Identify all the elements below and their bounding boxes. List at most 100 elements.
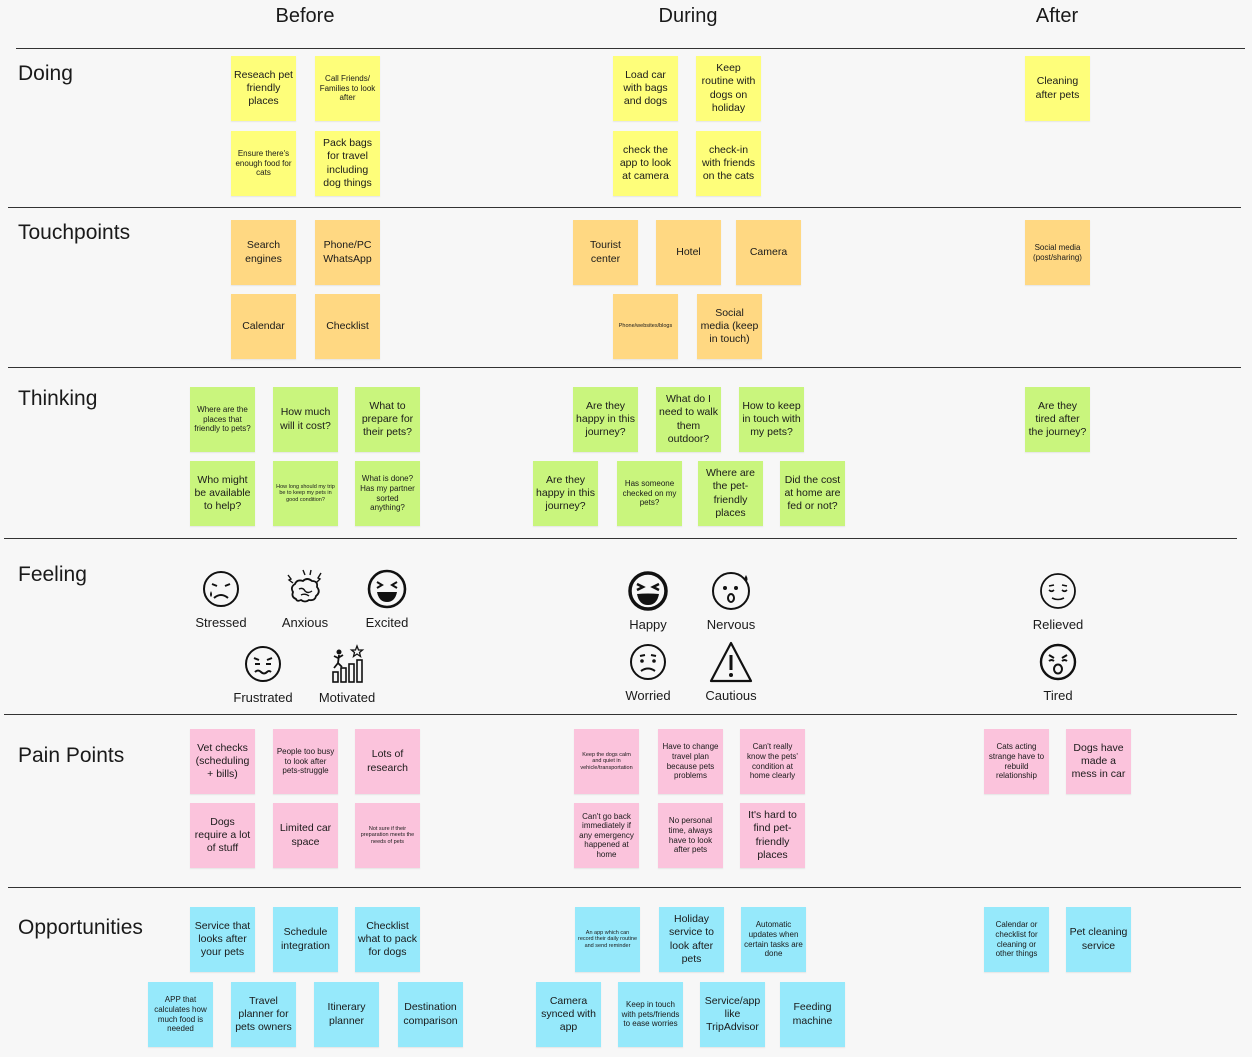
sticky-note: Call Friends/ Families to look after xyxy=(315,56,380,121)
sticky-note: Can't really know the pets' condition at… xyxy=(740,729,805,794)
sticky-note: Load car with bags and dogs xyxy=(613,56,678,121)
row-divider xyxy=(8,207,1241,208)
row-title-touchpoints: Touchpoints xyxy=(18,221,131,244)
sticky-note: Not sure if their preparation meets the … xyxy=(355,803,420,868)
sticky-note: Service that looks after your pets xyxy=(190,907,255,972)
sticky-note: How to keep in touch with my pets? xyxy=(739,387,804,452)
sticky-note: Keep in touch with pets/friends to ease … xyxy=(618,982,683,1047)
emotion-label: Stressed xyxy=(195,615,247,630)
frustrated-face-icon xyxy=(245,646,281,682)
sticky-note: What to prepare for their pets? xyxy=(355,387,420,452)
emotion-label: Happy xyxy=(629,617,667,632)
sticky-note: Vet checks (scheduling + bills) xyxy=(190,729,255,794)
anxious-brain-icon xyxy=(287,569,322,603)
sticky-note: Limited car space xyxy=(273,803,338,868)
laughing-face-icon xyxy=(628,571,668,611)
emotion-label: Frustrated xyxy=(233,690,293,705)
sticky-note: Can't go back immediately if any emergen… xyxy=(574,803,639,868)
sticky-note: Phone/PC WhatsApp xyxy=(315,220,380,285)
row-title-opportunities: Opportunities xyxy=(18,916,143,939)
sticky-note: Tourist center xyxy=(573,220,638,285)
emotion-motivated: Motivated xyxy=(302,642,392,705)
emotion-label: Tired xyxy=(1043,688,1073,703)
emotion-anxious: Anxious xyxy=(260,567,350,630)
sticky-note: Search engines xyxy=(231,220,296,285)
emotion-stressed: Stressed xyxy=(176,567,266,630)
row-title-thinking: Thinking xyxy=(18,387,98,410)
emotion-happy: Happy xyxy=(603,569,693,632)
sticky-note: Dogs require a lot of stuff xyxy=(190,803,255,868)
nervous-face-icon xyxy=(712,572,750,610)
sticky-note: People too busy to look after pets-strug… xyxy=(273,729,338,794)
sticky-note: Where are the places that friendly to pe… xyxy=(190,387,255,452)
sticky-note: Camera xyxy=(736,220,801,285)
sticky-note: Did the cost at home are fed or not? xyxy=(780,461,845,526)
emotion-worried: Worried xyxy=(603,640,693,703)
sticky-note: Ensure there's enough food for cats xyxy=(231,131,296,196)
emotion-label: Anxious xyxy=(281,615,329,630)
sticky-note: Who might be available to help? xyxy=(190,461,255,526)
sticky-note: Itinerary planner xyxy=(314,982,379,1047)
sticky-note: Phone/websites/blogs xyxy=(613,294,678,359)
emotion-label: Worried xyxy=(625,688,671,703)
sticky-note: Checklist xyxy=(315,294,380,359)
sticky-note: Calendar or checklist for cleaning or ot… xyxy=(984,907,1049,972)
sticky-note: What is done? Has my partner sorted anyt… xyxy=(355,461,420,526)
sticky-note: APP that calculates how much food is nee… xyxy=(148,982,213,1047)
sticky-note: Are they tired after the journey? xyxy=(1025,387,1090,452)
emotion-label: Nervous xyxy=(706,617,756,632)
emotion-relieved: Relieved xyxy=(1013,569,1103,632)
row-divider xyxy=(4,714,1237,715)
sticky-note: Lots of research xyxy=(355,729,420,794)
sticky-note: Service/app like TripAdvisor xyxy=(700,982,765,1047)
sticky-note: Feeding machine xyxy=(780,982,845,1047)
sticky-note: Are they happy in this journey? xyxy=(573,387,638,452)
worried-face-icon xyxy=(630,644,666,680)
row-divider xyxy=(8,887,1241,888)
sticky-note: Pack bags for travel including dog thing… xyxy=(315,131,380,196)
sticky-note: Hotel xyxy=(656,220,721,285)
sticky-note: check the app to look at camera xyxy=(613,131,678,196)
sticky-note: Social media (post/sharing) xyxy=(1025,220,1090,285)
sticky-note: What do I need to walk them outdoor? xyxy=(656,387,721,452)
sticky-note: How long should my trip be to keep my pe… xyxy=(273,461,338,526)
sticky-note: An app which can record their daily rout… xyxy=(575,907,640,972)
sticky-note: Dogs have made a mess in car xyxy=(1066,729,1131,794)
sticky-note: Social media (keep in touch) xyxy=(697,294,762,359)
sticky-note: How much will it cost? xyxy=(273,387,338,452)
sad-sweat-face-icon xyxy=(203,571,239,607)
sticky-note: Automatic updates when certain tasks are… xyxy=(741,907,806,972)
sticky-note: Camera synced with app xyxy=(536,982,601,1047)
sticky-note: Pet cleaning service xyxy=(1066,907,1131,972)
grinning-face-icon xyxy=(367,569,407,609)
sticky-note: No personal time, always have to look af… xyxy=(658,803,723,868)
sticky-note: Keep the dogs calm and quiet in vehicle/… xyxy=(574,729,639,794)
emotion-label: Cautious xyxy=(705,688,757,703)
sticky-note: Has someone checked on my pets? xyxy=(617,461,682,526)
sticky-note: Keep routine with dogs on holiday xyxy=(696,56,761,121)
row-divider xyxy=(4,538,1237,539)
row-divider xyxy=(16,48,1245,49)
row-title-pain-points: Pain Points xyxy=(18,744,125,767)
relieved-face-icon xyxy=(1040,573,1076,609)
column-header-after: After xyxy=(1035,5,1079,27)
sticky-note: It's hard to find pet-friendly places xyxy=(740,803,805,868)
column-header-during: During xyxy=(658,5,718,27)
emotion-label: Relieved xyxy=(1032,617,1084,632)
sticky-note: Reseach pet friendly places xyxy=(231,56,296,121)
emotion-nervous: Nervous xyxy=(686,569,776,632)
emotion-label: Excited xyxy=(365,615,409,630)
tired-face-icon xyxy=(1039,643,1077,681)
sticky-note: check-in with friends on the cats xyxy=(696,131,761,196)
sticky-note: Cats acting strange have to rebuild rela… xyxy=(984,729,1049,794)
emotion-label: Motivated xyxy=(318,690,376,705)
warning-triangle-icon xyxy=(709,641,753,683)
column-header-before: Before xyxy=(275,5,335,27)
emotion-frustrated: Frustrated xyxy=(218,642,308,705)
emotion-tired: Tired xyxy=(1013,640,1103,703)
row-divider xyxy=(8,367,1241,368)
sticky-note: Holiday service to look after pets xyxy=(659,907,724,972)
sticky-note: Checklist what to pack for dogs xyxy=(355,907,420,972)
sticky-note: Have to change travel plan because pets … xyxy=(658,729,723,794)
sticky-note: Where are the pet-friendly places xyxy=(698,461,763,526)
